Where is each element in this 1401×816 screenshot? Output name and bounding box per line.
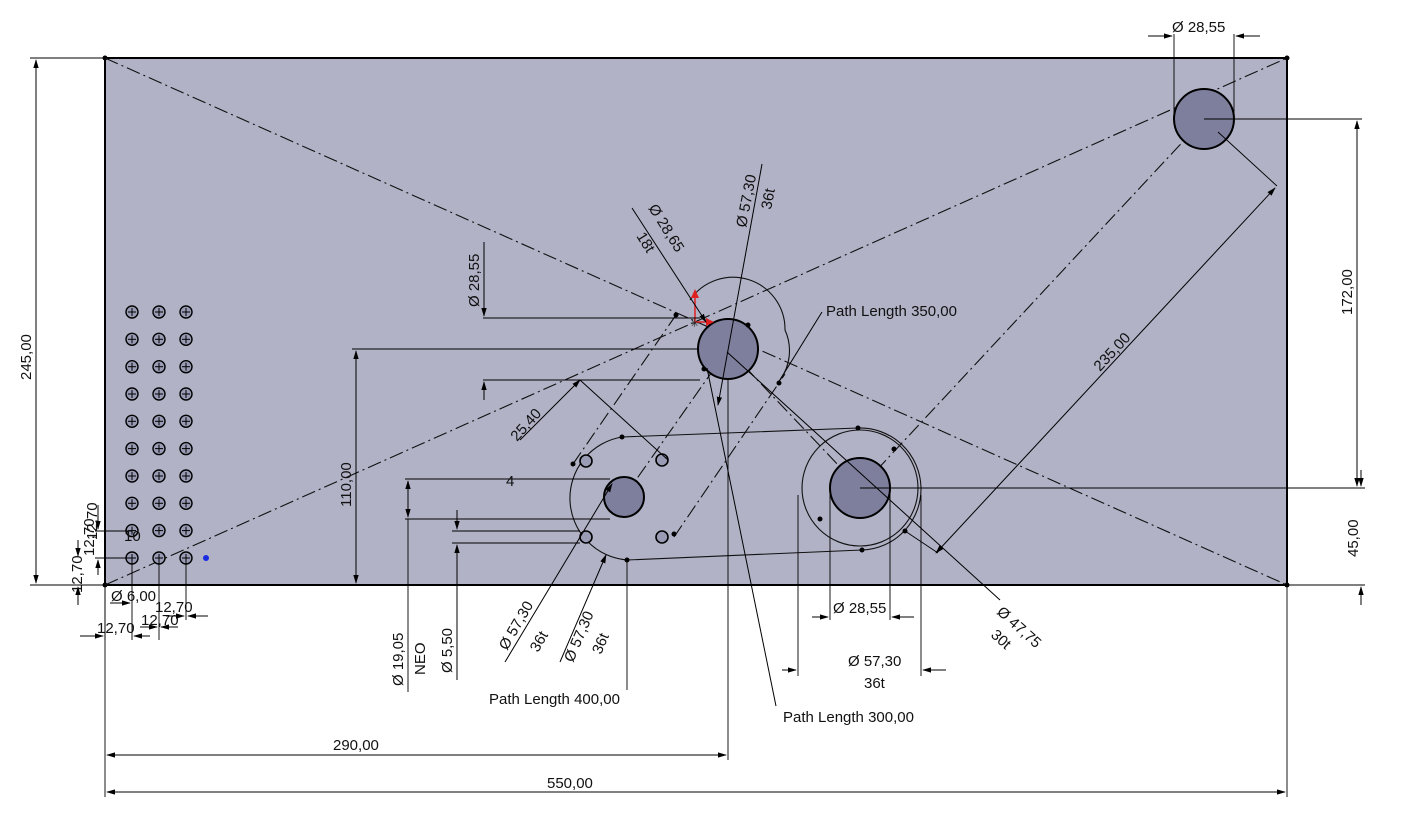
origin-marker[interactable]: ✳ xyxy=(690,289,714,330)
dim-dia-mount[interactable]: Ø 5,50 xyxy=(439,628,456,673)
path-length-400[interactable]: Path Length 400,00 xyxy=(489,691,620,708)
dim-dia-lower-inner[interactable]: Ø 28,55 xyxy=(833,600,886,617)
label-neo[interactable]: NEO xyxy=(412,642,429,675)
dim-grid-12-70-f[interactable]: 12,70 xyxy=(84,502,101,540)
path-length-350[interactable]: Path Length 350,00 xyxy=(826,303,957,320)
dim-grid-12-70-d[interactable]: 12,70 xyxy=(69,555,86,593)
plate-corner-point[interactable] xyxy=(1284,55,1290,61)
construction-line[interactable] xyxy=(673,373,786,538)
blue-sketch-point[interactable] xyxy=(203,555,209,561)
motor-mount-hole[interactable] xyxy=(579,454,593,468)
dim-dia-motor[interactable]: Ø 19,05 xyxy=(390,633,407,686)
dim-grid-12-70-e[interactable]: 12,70 xyxy=(81,518,98,556)
dim-grid-count[interactable]: 10 xyxy=(124,528,141,545)
construction-line[interactable] xyxy=(727,348,861,489)
dim-dia-grid-hole[interactable]: Ø 6,00 xyxy=(111,588,156,605)
hole-motor-shaft[interactable] xyxy=(603,476,645,518)
label-four[interactable]: 4 xyxy=(506,473,514,490)
belt-path-350[interactable] xyxy=(689,276,790,381)
dim-dia-lower-outer[interactable]: Ø 57,30 xyxy=(848,653,901,670)
dim-dia-left-b[interactable]: Ø 57,30 xyxy=(561,609,598,665)
dim-height-total[interactable]: 245,00 xyxy=(18,334,35,380)
dim-teeth-left-b[interactable]: 36t xyxy=(589,630,613,657)
motor-mount-hole[interactable] xyxy=(579,530,593,544)
dim-grid-12-70-c[interactable]: 12,70 xyxy=(155,599,193,616)
dim-width-290[interactable]: 290,00 xyxy=(333,737,379,754)
dim-grid-12-70-a[interactable]: 12,70 xyxy=(97,620,135,637)
dim-dia-top-right[interactable]: Ø 28,55 xyxy=(1172,19,1225,36)
dim-teeth-main[interactable]: 36t xyxy=(758,186,779,211)
motor-mount-hole[interactable] xyxy=(655,453,669,467)
dim-teeth-left-a[interactable]: 36t xyxy=(527,628,553,655)
dim-teeth-lower[interactable]: 36t xyxy=(864,675,886,692)
motor-mount-hole[interactable] xyxy=(655,530,669,544)
dim-height-172[interactable]: 172,00 xyxy=(1339,269,1356,315)
dim-height-110[interactable]: 110,00 xyxy=(338,462,355,507)
svg-text:✳: ✳ xyxy=(690,318,699,330)
dim-height-45[interactable]: 45,00 xyxy=(1345,519,1362,557)
dim-dia-center-top[interactable]: Ø 28,55 xyxy=(466,254,483,307)
dim-width-total[interactable]: 550,00 xyxy=(547,775,593,792)
construction-line[interactable] xyxy=(572,314,677,465)
path-length-300[interactable]: Path Length 300,00 xyxy=(783,709,914,726)
